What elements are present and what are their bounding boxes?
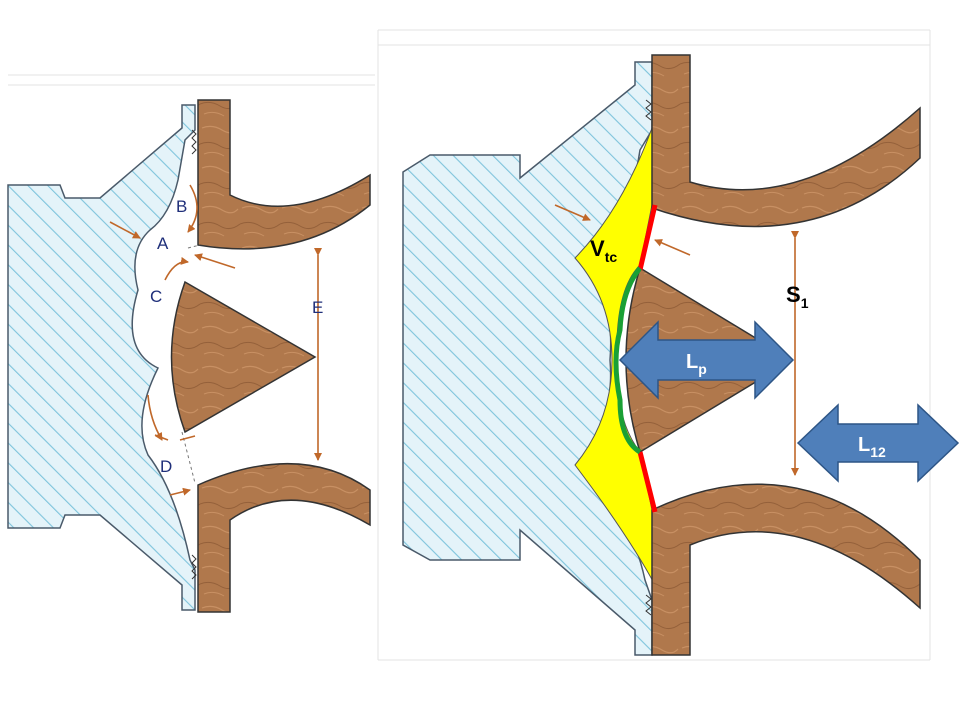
label-lp: Lp xyxy=(686,351,707,377)
green-curve xyxy=(613,266,642,455)
left-grid xyxy=(8,74,375,86)
label-l12-main: L xyxy=(858,434,870,456)
label-lp-sub: p xyxy=(698,361,707,377)
red-edge-top xyxy=(637,204,658,271)
label-vtc-sub: tc xyxy=(605,249,618,265)
right-panel: Vtc S1 Lp L12 xyxy=(402,54,960,656)
right-wood-lower xyxy=(651,483,921,656)
left-center-cone xyxy=(170,280,317,434)
left-dash-bottom xyxy=(181,431,196,484)
label-lp-main: L xyxy=(686,351,698,373)
label-s1-sub: 1 xyxy=(801,295,809,311)
left-thread-top xyxy=(191,129,197,155)
right-thread-top xyxy=(645,99,652,121)
left-wood-upper xyxy=(197,99,371,250)
label-l12: L12 xyxy=(858,434,886,460)
lp-double-arrow xyxy=(618,320,795,400)
label-a: A xyxy=(157,234,169,253)
left-nozzle-body xyxy=(7,104,196,611)
left-panel: A B C D E xyxy=(7,99,371,613)
l12-double-arrow xyxy=(796,403,960,483)
right-thread-bottom xyxy=(645,594,652,616)
left-dash-top xyxy=(187,244,201,249)
label-l12-sub: 12 xyxy=(870,444,886,460)
left-thread-bottom xyxy=(191,554,197,580)
right-wood-upper xyxy=(651,54,921,228)
left-wood-lower xyxy=(197,463,371,613)
right-grid xyxy=(377,29,931,661)
label-vtc: Vtc xyxy=(590,236,617,265)
label-d: D xyxy=(160,457,172,476)
label-vtc-main: V xyxy=(590,236,605,261)
label-b: B xyxy=(176,197,187,216)
right-dimension-arrows xyxy=(554,204,799,476)
label-e: E xyxy=(312,298,323,317)
label-s1: S1 xyxy=(786,282,809,311)
label-s1-main: S xyxy=(786,282,801,307)
label-c: C xyxy=(150,287,162,306)
left-dimension-arrows xyxy=(109,184,322,496)
red-edge-bottom xyxy=(637,451,658,513)
